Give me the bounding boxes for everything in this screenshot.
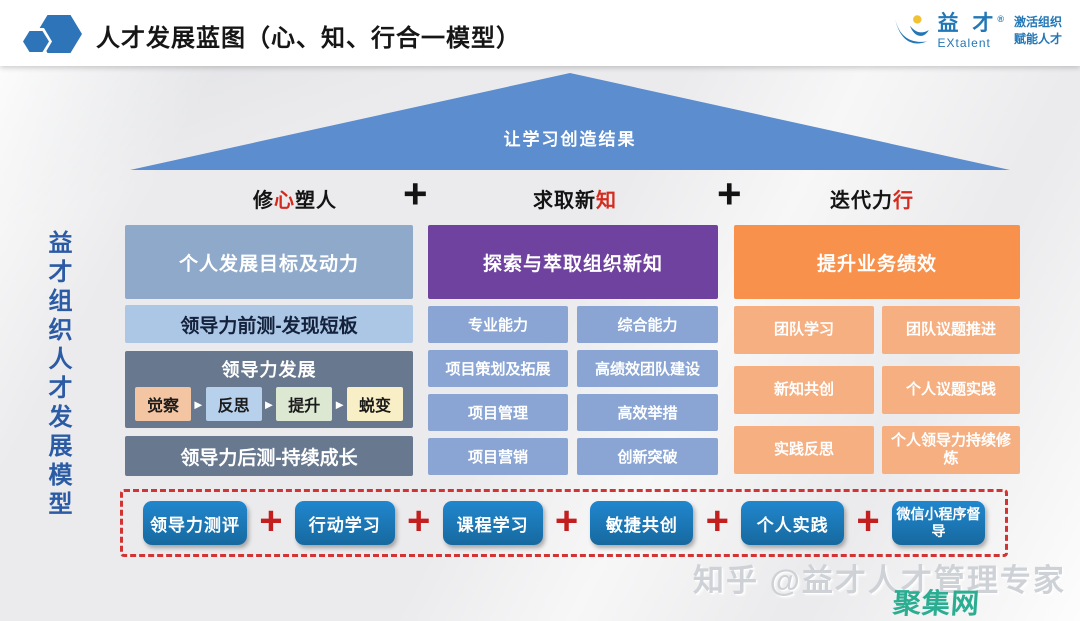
action-grid: 团队学习 团队议题推进 新知共创 个人议题实践 实践反思 个人领导力持续修炼: [734, 306, 1020, 474]
brand-swoosh-icon: [894, 15, 929, 44]
arrow-right-icon: [263, 397, 276, 412]
action-column-header: 提升业务绩效: [734, 225, 1020, 299]
plus-sign: +: [403, 170, 428, 217]
brand-name-cn: 益 才®: [938, 13, 1004, 34]
knowledge-cell: 专业能力: [428, 306, 568, 343]
action-cell: 团队议题推进: [882, 306, 1020, 354]
bottom-button-agile-cocreation: 敏捷共创: [590, 501, 694, 545]
mind-posttest-box: 领导力后测-持续成长: [125, 436, 413, 476]
pillar-mind-pre: 修: [253, 190, 274, 212]
knowledge-cell: 综合能力: [577, 306, 718, 343]
leadership-development-title: 领导力发展: [221, 360, 317, 380]
step-chip: 反思: [205, 387, 262, 421]
arrow-right-icon: [333, 397, 346, 412]
leadership-development-box: 领导力发展 觉察 反思 提升 蜕变: [125, 351, 413, 428]
action-cell: 实践反思: [734, 426, 874, 474]
pillar-label-mind: 修心塑人: [195, 184, 395, 213]
knowledge-cell: 高绩效团队建设: [577, 350, 718, 387]
knowledge-cell: 创新突破: [577, 438, 718, 475]
registered-mark: ®: [997, 13, 1004, 24]
pillar-action-pre: 迭代力: [830, 190, 893, 212]
pillar-mind-post: 塑人: [295, 190, 337, 212]
pillar-action-red: 行: [893, 190, 914, 212]
action-cell: 新知共创: [734, 366, 874, 414]
brand-tagline-line2: 赋能人才: [1013, 32, 1062, 46]
brand-text: 益 才® EXtalent: [938, 13, 1004, 50]
red-plus-sign: +: [259, 499, 283, 543]
site-watermark: 聚集网: [891, 588, 981, 619]
pillar-knowledge-red: 知: [596, 190, 617, 212]
bottom-button-course-learning: 课程学习: [442, 501, 543, 545]
red-plus-sign: +: [705, 499, 729, 543]
action-cell: 个人议题实践: [882, 366, 1020, 414]
knowledge-grid: 专业能力 综合能力 项目策划及拓展 高绩效团队建设 项目管理 高效举措 项目营销…: [428, 306, 718, 475]
title-bar: 人才发展蓝图（心、知、行合一模型） 益 才® EXtalent 激活组织 赋能人…: [0, 0, 1080, 66]
mind-column-header: 个人发展目标及动力: [125, 225, 413, 299]
bottom-button-leadership-assessment: 领导力测评: [143, 501, 247, 545]
plus-sign: +: [717, 170, 742, 217]
brand-logo: 益 才® EXtalent 激活组织 赋能人才: [890, 10, 1062, 52]
bottom-button-personal-practice: 个人实践: [741, 501, 845, 545]
development-steps: 觉察 反思 提升 蜕变: [125, 382, 413, 421]
pillar-label-knowledge: 求取新知: [475, 184, 675, 213]
brand-name-en: EXtalent: [937, 35, 991, 50]
bottom-button-action-learning: 行动学习: [294, 501, 395, 545]
mind-pretest-box: 领导力前测-发现短板: [125, 305, 413, 343]
brand-cn-text: 益 才: [937, 11, 998, 35]
step-chip: 蜕变: [346, 387, 403, 421]
page-title: 人才发展蓝图（心、知、行合一模型）: [96, 25, 521, 52]
knowledge-cell: 项目管理: [428, 394, 568, 431]
bottom-dashed-band: 领导力测评 + 行动学习 + 课程学习 + 敏捷共创 + 个人实践 + 微信小程…: [120, 489, 1008, 557]
arrow-right-icon: [192, 397, 205, 412]
zhihu-watermark: 知乎 @益才人才管理专家: [693, 563, 1066, 598]
step-chip: 提升: [276, 387, 333, 421]
action-cell: 个人领导力持续修炼: [882, 426, 1020, 474]
brand-tagline: 激活组织 赋能人才: [1014, 14, 1062, 49]
side-vertical-label: 益才组织人才发展模型: [44, 230, 71, 520]
red-plus-sign: +: [856, 499, 880, 543]
bottom-button-wechat-miniprogram: 微信小程序督导: [891, 501, 985, 545]
knowledge-cell: 项目营销: [428, 438, 568, 475]
action-cell: 团队学习: [734, 306, 874, 354]
roof-triangle: 让学习创造结果: [130, 73, 1010, 170]
pillar-label-action: 迭代力行: [772, 184, 972, 213]
roof-label: 让学习创造结果: [503, 130, 637, 149]
knowledge-cell: 项目策划及拓展: [428, 350, 568, 387]
knowledge-column-header: 探索与萃取组织新知: [428, 225, 718, 299]
brand-tagline-line1: 激活组织: [1013, 14, 1062, 29]
pillar-knowledge-pre: 求取新: [533, 190, 596, 212]
pillar-mind-red: 心: [274, 190, 295, 212]
hexagon-icon: [23, 31, 49, 52]
step-chip: 觉察: [135, 387, 191, 421]
knowledge-cell: 高效举措: [577, 394, 718, 431]
red-plus-sign: +: [554, 499, 579, 543]
red-plus-sign: +: [407, 499, 431, 543]
